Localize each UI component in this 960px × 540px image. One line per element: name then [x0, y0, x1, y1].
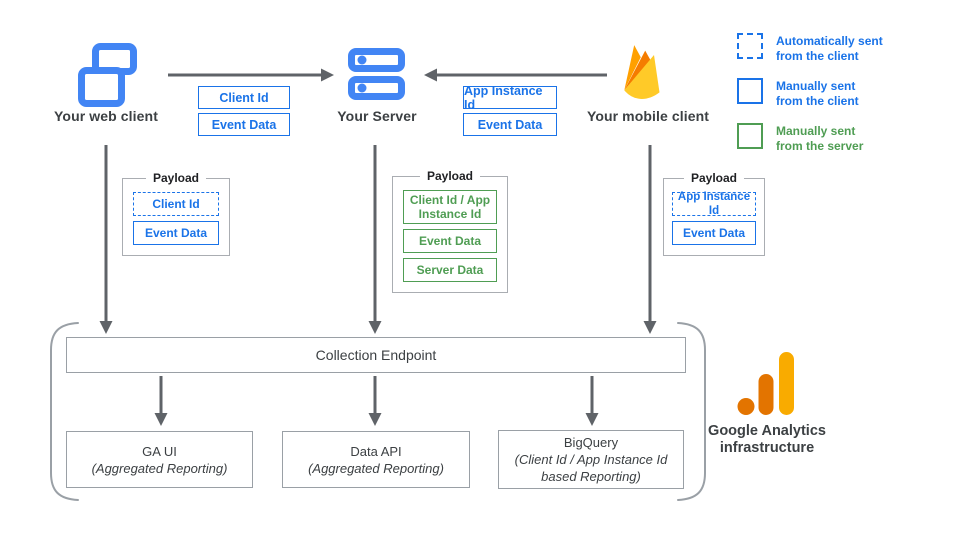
solid-blue-swatch-icon: [737, 78, 763, 104]
arrowhead-down-icon: [154, 413, 168, 426]
arrowhead-down-icon: [643, 321, 657, 334]
output-detail: (Aggregated Reporting): [308, 460, 444, 476]
payload-title: Payload: [419, 169, 481, 183]
infrastructure-bracket-right: [677, 322, 706, 501]
payload-item-client-or-app-id: Client Id / App Instance Id: [403, 190, 497, 224]
output-name: BigQuery: [563, 435, 619, 450]
arrowhead-down-icon: [368, 413, 382, 426]
output-name: Data API: [350, 443, 402, 459]
tag-app-instance-id: App Instance Id: [463, 84, 557, 112]
bigquery-box: BigQuery (Client Id / App Instance Id ba…: [498, 430, 684, 489]
output-detail: (Client Id / App Instance Id based Repor…: [514, 452, 668, 484]
payload-item-client-id: Client Id: [133, 192, 219, 216]
ga-infrastructure-label: Google Analytics infrastructure: [708, 423, 826, 456]
web-client-label: Your web client: [54, 108, 158, 124]
payload-item-event-data: Event Data: [133, 221, 219, 245]
tag-client-id: Client Id: [198, 86, 290, 109]
infrastructure-bracket-left: [50, 322, 79, 501]
collection-endpoint-box: Collection Endpoint: [66, 337, 686, 373]
tag-event-data-mobile: Event Data: [463, 113, 557, 136]
data-api-box: Data API (Aggregated Reporting): [282, 431, 470, 488]
payload-title: Payload: [145, 171, 207, 185]
arrowhead-left-icon: [424, 68, 437, 82]
arrowhead-right-icon: [321, 68, 334, 82]
mobile-client-label: Your mobile client: [586, 108, 710, 124]
payload-box-web: Payload Client Id Event Data: [122, 171, 230, 256]
firebase-icon: [624, 45, 660, 99]
dashed-blue-swatch-icon: [737, 33, 763, 59]
server-icon: [348, 48, 405, 100]
google-analytics-icon: [737, 352, 794, 415]
arrowhead-down-icon: [99, 321, 113, 334]
arrowhead-down-icon: [585, 413, 599, 426]
web-client-icon: [78, 43, 137, 107]
arrowhead-down-icon: [368, 321, 382, 334]
payload-title: Payload: [683, 171, 745, 185]
payload-item-event-data: Event Data: [672, 221, 756, 245]
output-detail: (Aggregated Reporting): [91, 460, 228, 476]
tag-event-data-web: Event Data: [198, 113, 290, 136]
payload-item-event-data: Event Data: [403, 229, 497, 253]
ga-ui-box: GA UI (Aggregated Reporting): [66, 431, 253, 488]
payload-item-server-data: Server Data: [403, 258, 497, 282]
output-name: GA UI: [142, 443, 177, 459]
solid-green-swatch-icon: [737, 123, 763, 149]
payload-box-mobile: Payload App Instance Id Event Data: [663, 171, 765, 256]
payload-box-server: Payload Client Id / App Instance Id Even…: [392, 169, 508, 293]
payload-item-app-instance-id: App Instance Id: [672, 191, 756, 217]
server-label: Your Server: [337, 108, 417, 124]
